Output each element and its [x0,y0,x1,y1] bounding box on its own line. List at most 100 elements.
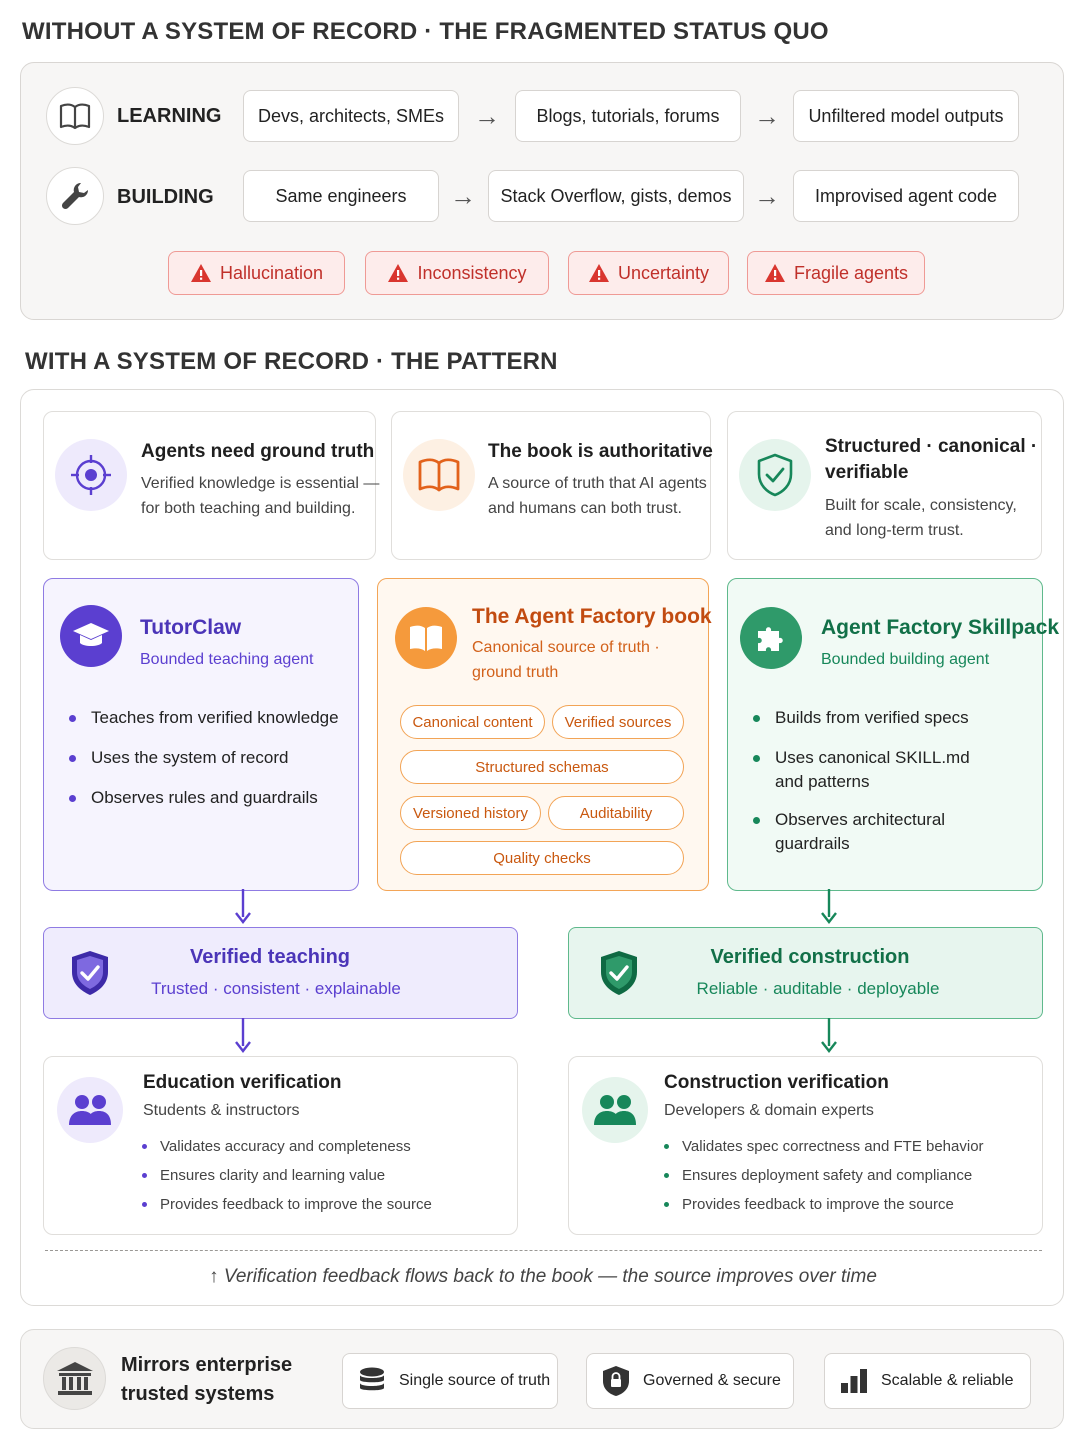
arrow-down-icon [235,1018,251,1053]
construction-verification-title: Construction verification [664,1072,889,1093]
warning-label: Inconsistency [417,262,527,283]
education-verification-card [43,1056,518,1235]
status-quo-heading: WITHOUT A SYSTEM OF RECORD · THE FRAGMEN… [22,18,829,45]
principle-title: The book is authoritative [488,441,713,462]
open-book-icon [395,607,457,669]
warning-icon [764,264,785,282]
database-icon [360,1367,384,1391]
warning-label: Hallucination [219,262,324,283]
arrow-right-icon: → [754,181,780,211]
lock-shield-icon [603,1366,629,1396]
feature-label: Scalable & reliable [881,1372,1014,1389]
list-item: Ensures deployment safety and compliance [662,1161,1037,1190]
principle-desc: and long-term trust. [825,522,964,539]
warning-badge-hallucination: Hallucination [168,251,345,295]
book-subtitle: Canonical source of truth · [472,639,660,656]
book-title: The Agent Factory book [472,605,712,628]
warning-icon [588,264,609,282]
list-item: Provides feedback to improve the source [662,1190,1037,1219]
principle-desc: and humans can both trust. [488,500,682,517]
warning-icon [388,264,409,282]
book-tag: Verified sources [552,705,684,739]
warning-label: Fragile agents [793,262,909,283]
education-verification-bullets: Validates accuracy and completeness Ensu… [140,1132,510,1219]
book-tag: Versioned history [400,796,541,830]
building-step-3: Improvised agent code [793,170,1019,222]
crosshair-icon [55,439,127,511]
education-verification-subtitle: Students & instructors [143,1102,300,1119]
list-item: Uses the system of record [67,746,357,770]
tutorclaw-bullets: Teaches from verified knowledge Uses the… [67,706,357,810]
principle-title: Agents need ground truth [141,441,375,462]
verified-teaching-banner [43,927,518,1019]
feature-single-source: Single source of truth [342,1353,558,1409]
feature-label: Single source of truth [399,1372,551,1389]
bar-chart-icon [841,1369,867,1393]
enterprise-title: Mirrors enterprise trusted systems [121,1354,293,1405]
skillpack-subtitle: Bounded building agent [821,651,990,668]
pattern-heading: WITH A SYSTEM OF RECORD · THE PATTERN [25,348,558,375]
list-item: Builds from verified specs [751,706,1041,730]
warning-badge-inconsistency: Inconsistency [365,251,549,295]
book-tag: Quality checks [400,841,684,875]
shield-check-icon [739,439,811,511]
puzzle-icon [740,607,802,669]
book-tag: Auditability [548,796,684,830]
tutorclaw-subtitle: Bounded teaching agent [140,651,314,668]
arrow-down-icon [821,889,837,924]
people-icon [582,1077,648,1143]
list-item: Observes rules and guardrails [67,786,357,810]
principle-desc: Built for scale, consistency, [825,497,1017,514]
arrow-down-icon [821,1018,837,1053]
verified-construction-title: Verified construction [710,946,910,968]
shield-check-icon [598,949,640,1002]
principle-title: Structured · canonical · [825,436,1038,457]
feature-label: Governed & secure [643,1372,781,1389]
verified-teaching-subtitle: Trusted · consistent · explainable [151,979,401,998]
arrow-right-icon: → [754,101,780,131]
shield-check-icon [69,949,111,1002]
open-book-icon [403,439,475,511]
building-step-1: Same engineers [243,170,439,222]
list-item: Teaches from verified knowledge [67,706,357,730]
wrench-icon [46,167,104,225]
learning-step-3: Unfiltered model outputs [793,90,1019,142]
tutorclaw-title: TutorClaw [140,616,242,639]
building-step-2: Stack Overflow, gists, demos [488,170,744,222]
construction-verification-card [568,1056,1043,1235]
verified-construction-banner [568,927,1043,1019]
institution-icon [43,1347,106,1410]
row-label-building: BUILDING [117,186,214,208]
learning-step-2: Blogs, tutorials, forums [515,90,741,142]
arrow-down-icon [235,889,251,924]
graduation-cap-icon [60,605,122,667]
arrow-right-icon: → [474,101,500,131]
principle-title: verifiable [825,462,909,483]
education-verification-title: Education verification [143,1072,342,1093]
book-icon [46,87,104,145]
principle-desc: A source of truth that AI agents [488,475,707,492]
book-tag: Canonical content [400,705,545,739]
principle-desc: for both teaching and building. [141,500,356,517]
feature-governed: Governed & secure [586,1353,794,1409]
list-item: Validates spec correctness and FTE behav… [662,1132,1037,1161]
feedback-note: ↑ Verification feedback flows back to th… [209,1266,877,1287]
verified-construction-subtitle: Reliable · auditable · deployable [696,979,940,998]
learning-step-1: Devs, architects, SMEs [243,90,459,142]
warning-icon [190,264,211,282]
feature-scalable: Scalable & reliable [824,1353,1031,1409]
arrow-right-icon: → [450,181,476,211]
construction-verification-bullets: Validates spec correctness and FTE behav… [662,1132,1037,1219]
row-label-learning: LEARNING [117,105,222,127]
divider [45,1250,1042,1251]
warning-badge-uncertainty: Uncertainty [568,251,729,295]
arrow-up-icon: ↑ [209,1266,219,1287]
list-item: Ensures clarity and learning value [140,1161,510,1190]
verified-teaching-title: Verified teaching [189,946,351,968]
list-item: Validates accuracy and completeness [140,1132,510,1161]
skillpack-title: Agent Factory Skillpack [821,616,1060,639]
warning-badge-fragile-agents: Fragile agents [747,251,925,295]
construction-verification-subtitle: Developers & domain experts [664,1102,874,1119]
